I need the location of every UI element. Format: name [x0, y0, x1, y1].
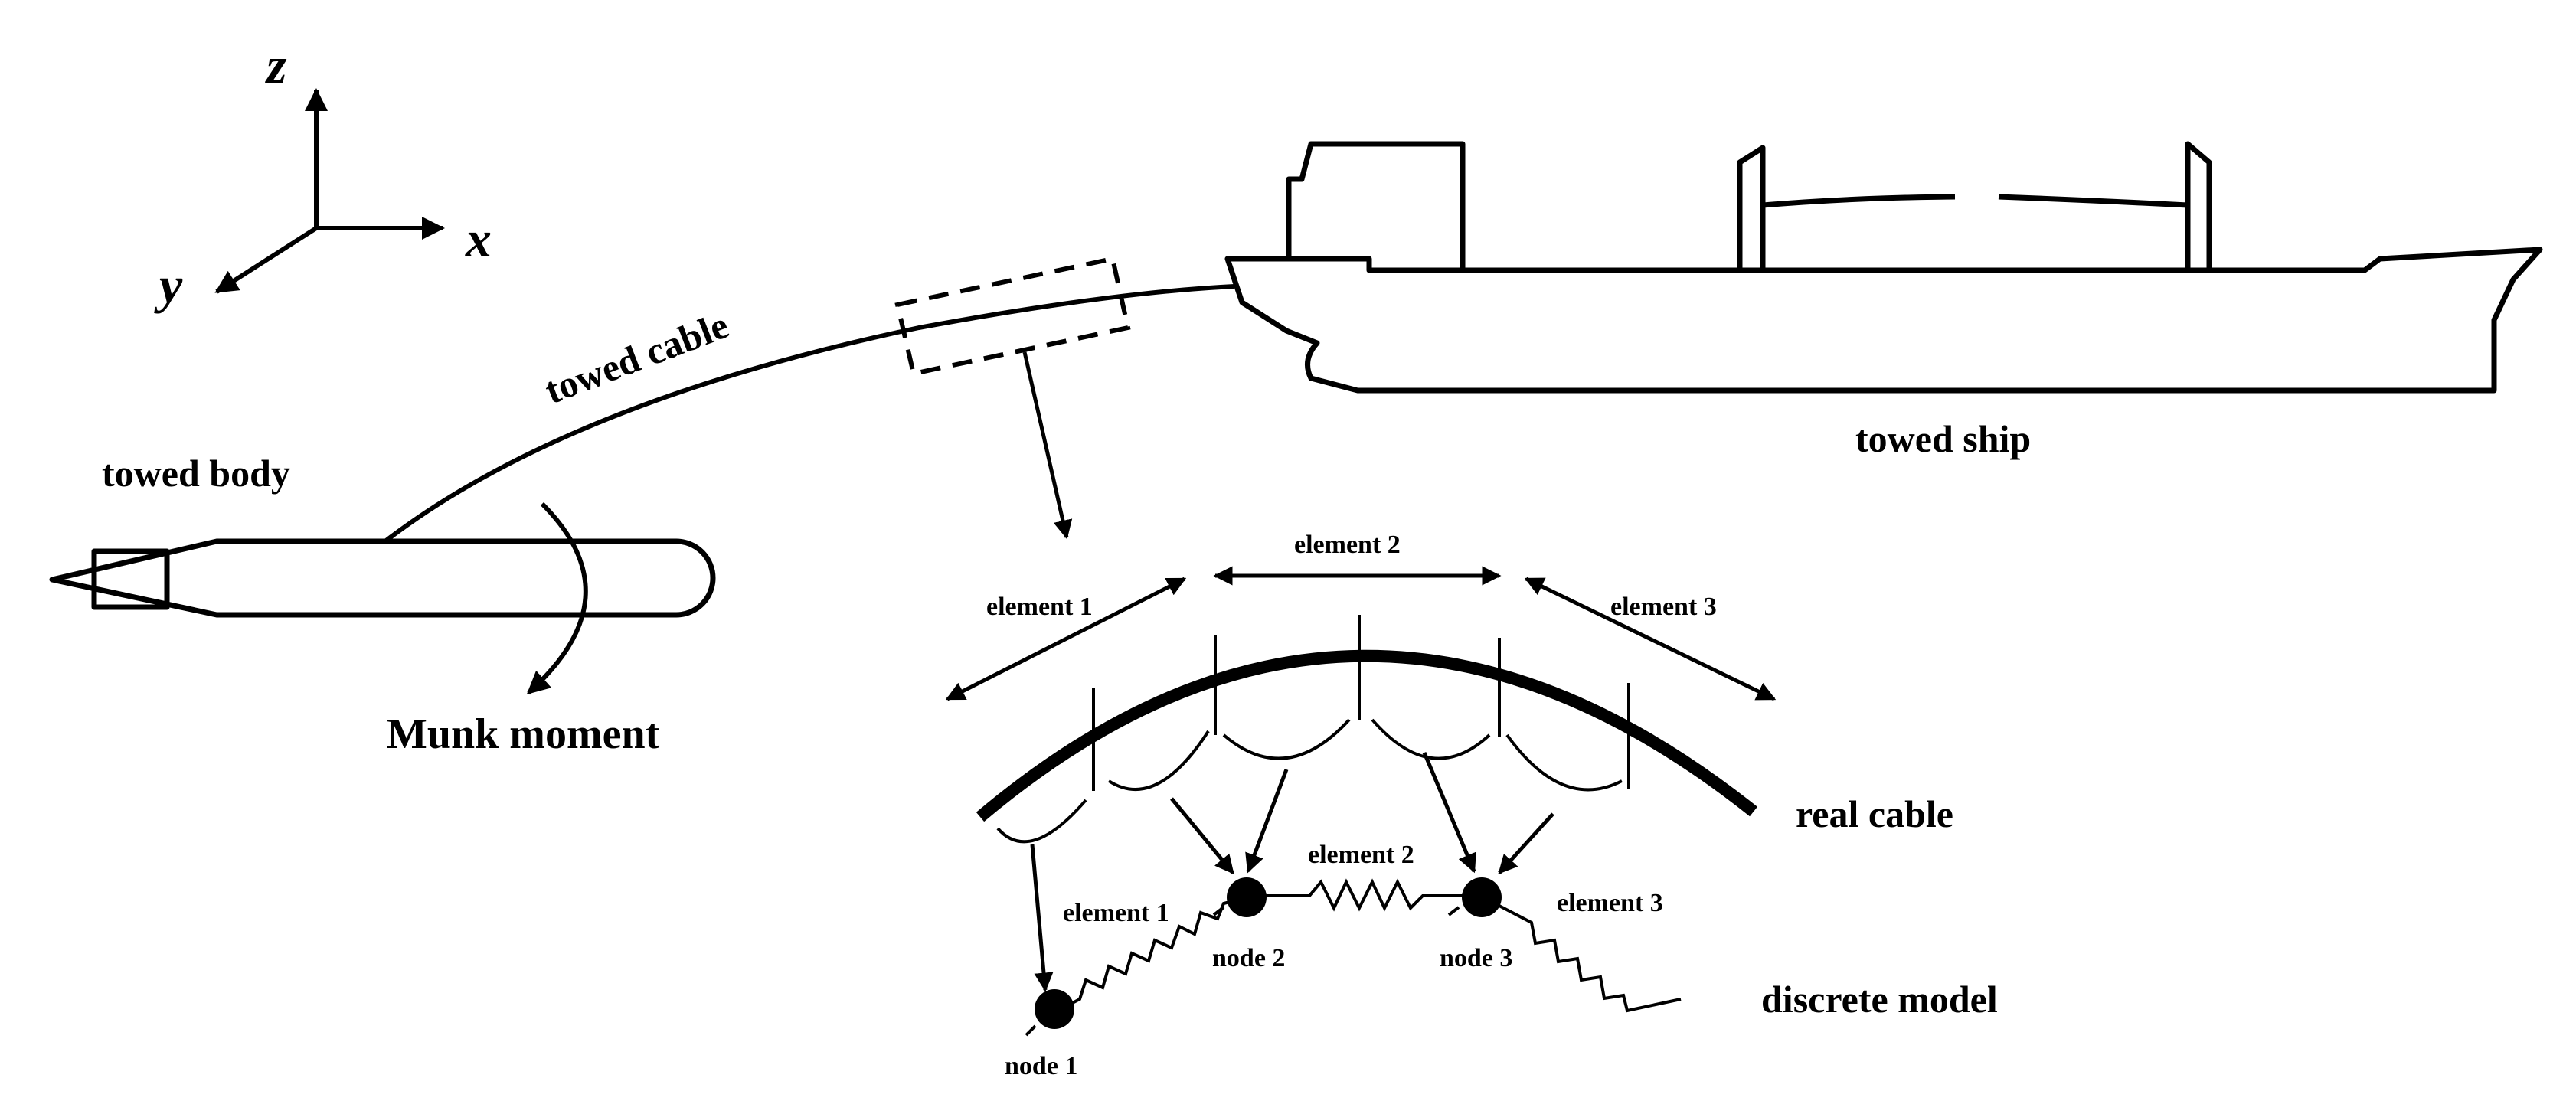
- map-arrow-node-2b: [1245, 769, 1289, 874]
- map-arrow-node-1: [1030, 844, 1054, 992]
- node-stubs: [1025, 906, 1460, 1037]
- ship-mast-rear: [2185, 141, 2212, 270]
- discrete-model-label: discrete model: [1761, 978, 1998, 1021]
- towed-ship: [1224, 141, 2543, 394]
- element-3-bottom-label: element 3: [1557, 889, 1663, 917]
- spring-element-3: [1494, 902, 1682, 1013]
- towed-ship-label: towed ship: [1855, 417, 2031, 460]
- node-stub: [1212, 906, 1225, 916]
- zoom-arrow: [1022, 351, 1073, 540]
- half-element-arc: [1107, 730, 1210, 792]
- node-markers: [1035, 877, 1502, 1029]
- element-1-top-label: element 1: [986, 593, 1093, 621]
- ship-rigging-line-1: [1762, 194, 1956, 208]
- element-3-span-arrow: [1524, 577, 1777, 701]
- ship-hull: [1224, 247, 2543, 394]
- node-1-label: node 1: [1005, 1052, 1077, 1080]
- half-element-arc: [996, 799, 1087, 844]
- x-axis-label: x: [465, 210, 492, 268]
- towed-body: [49, 538, 716, 618]
- spring-element-2: [1263, 878, 1479, 912]
- half-element-arcs: [996, 718, 1623, 844]
- element-3-top-label: element 3: [1610, 593, 1717, 621]
- towed-cable-label: towed cable: [539, 303, 734, 412]
- node-3-marker: [1462, 877, 1502, 917]
- y-axis-arrow: [214, 226, 318, 294]
- real-cable: [976, 649, 1757, 822]
- coordinate-axes: [214, 88, 445, 294]
- towed-body-nose-box: [91, 548, 170, 610]
- map-arrow-node-3a: [1422, 752, 1476, 874]
- discrete-model: [1054, 878, 1682, 1014]
- element-span-arrows: [945, 566, 1777, 701]
- element-1-span-arrow: [945, 577, 1187, 701]
- node-3-label: node 3: [1440, 944, 1512, 972]
- towed-body-hull: [49, 538, 716, 618]
- node-1-marker: [1035, 989, 1074, 1029]
- y-axis-label: y: [154, 256, 183, 314]
- half-element-arc: [1222, 718, 1351, 760]
- spring-element-1: [1054, 896, 1249, 1014]
- towed-cable: [384, 284, 1235, 544]
- node-stub: [1447, 906, 1460, 916]
- element-1-bottom-label: element 1: [1063, 899, 1169, 927]
- node-stub: [1025, 1024, 1037, 1037]
- element-2-bottom-label: element 2: [1308, 841, 1414, 869]
- munk-moment-arrow: [526, 501, 588, 695]
- real-cable-label: real cable: [1796, 792, 1953, 835]
- half-element-arc: [1505, 733, 1623, 792]
- zoom-box: [894, 256, 1131, 377]
- half-element-arc: [1371, 718, 1491, 760]
- mapping-arrows: [1030, 752, 1554, 992]
- node-2-label: node 2: [1212, 944, 1285, 972]
- z-axis-label: z: [265, 36, 287, 94]
- munk-moment-label: Munk moment: [387, 711, 660, 758]
- element-dividers: [1092, 615, 1630, 791]
- towed-body-label: towed body: [102, 452, 290, 495]
- map-arrow-node-3b: [1498, 812, 1554, 874]
- ship-mast-front: [1737, 145, 1766, 270]
- ship-superstructure: [1286, 141, 1466, 270]
- ship-rigging-line-2: [1998, 194, 2189, 208]
- element-2-top-label: element 2: [1294, 531, 1401, 559]
- map-arrow-node-2a: [1170, 797, 1234, 874]
- node-2-marker: [1227, 877, 1267, 917]
